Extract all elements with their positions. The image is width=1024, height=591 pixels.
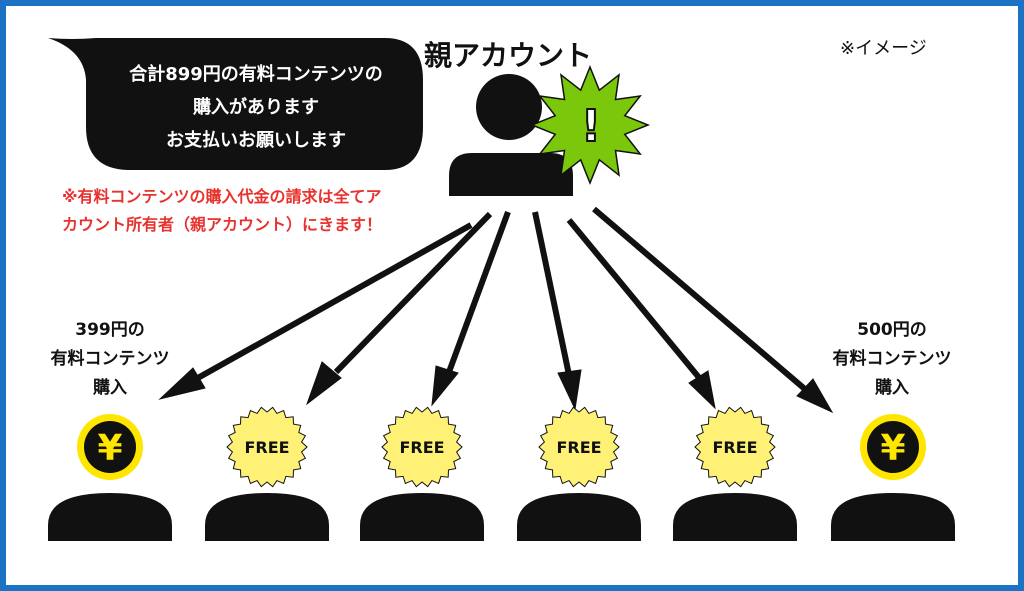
- svg-text:!: !: [581, 101, 601, 152]
- speech-line: 購入があります: [193, 97, 319, 118]
- speech-line: お支払いお願いします: [166, 130, 346, 151]
- child-caption-right: 500円の 有料コンテンツ 購入: [812, 316, 972, 403]
- child-user-icon: [517, 493, 641, 541]
- child-user-icon: [831, 493, 955, 541]
- warning-line: ※有料コンテンツの購入代金の請求は全てア: [62, 187, 382, 206]
- free-label: FREE: [244, 438, 289, 457]
- parent-account-label: 親アカウント: [424, 39, 593, 72]
- free-badge: FREE: [226, 406, 308, 488]
- free-badge: FREE: [538, 406, 620, 488]
- billing-arrows: [158, 206, 834, 414]
- child-badges: ¥ FREE FREE FREE FREE ¥: [77, 406, 926, 488]
- free-label: FREE: [399, 438, 444, 457]
- billing-warning: ※有料コンテンツの購入代金の請求は全てア カウント所有者（親アカウント）にきます…: [62, 183, 382, 239]
- caption-line: 有料コンテンツ: [832, 349, 952, 369]
- yen-coin-badge: ¥: [77, 414, 143, 480]
- free-badge: FREE: [381, 406, 463, 488]
- alert-burst-icon: !: [529, 64, 651, 186]
- free-badge: FREE: [694, 406, 776, 488]
- child-user-icon: [673, 493, 797, 541]
- yen-symbol: ¥: [880, 428, 905, 469]
- speech-line: 合計899円の有料コンテンツの: [129, 64, 383, 85]
- free-label: FREE: [556, 438, 601, 457]
- child-caption-left: 399円の 有料コンテンツ 購入: [30, 316, 190, 403]
- child-user-icon: [205, 493, 329, 541]
- speech-bubble-shape: [48, 38, 423, 170]
- caption-line: 399円の: [75, 320, 145, 340]
- free-label: FREE: [712, 438, 757, 457]
- caption-line: 有料コンテンツ: [50, 349, 170, 369]
- child-user-icons: [48, 493, 955, 541]
- child-user-icon: [48, 493, 172, 541]
- yen-symbol: ¥: [97, 428, 122, 469]
- yen-coin-badge: ¥: [860, 414, 926, 480]
- warning-line: カウント所有者（親アカウント）にきます！: [62, 215, 383, 234]
- speech-bubble-text: 合計899円の有料コンテンツの 購入があります お支払いお願いします: [86, 58, 426, 157]
- caption-line: 購入: [875, 378, 909, 398]
- caption-line: 購入: [93, 378, 127, 398]
- child-user-icon: [360, 493, 484, 541]
- parent-user-icon: [449, 74, 573, 196]
- image-note: ※イメージ: [840, 38, 927, 59]
- caption-line: 500円の: [857, 320, 927, 340]
